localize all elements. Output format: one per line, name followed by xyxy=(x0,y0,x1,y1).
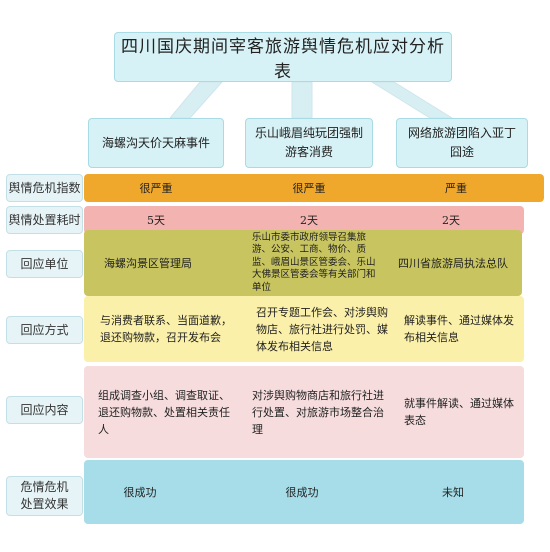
row-label-crisis-index: 舆情危机指数 xyxy=(6,174,83,202)
cell-text: 2天 xyxy=(300,213,318,227)
event-header-text: 海螺沟天价天麻事件 xyxy=(101,135,210,150)
row-band-duration xyxy=(84,206,524,234)
row-label-text: 回应内容 xyxy=(20,402,69,417)
row-label-text: 回应单位 xyxy=(20,256,69,271)
row-label-content: 回应内容 xyxy=(6,396,83,424)
row-band-method xyxy=(84,296,524,362)
cell-effect-2: 很成功 xyxy=(252,460,352,524)
row-band-effect xyxy=(84,460,524,524)
row-band-responder xyxy=(84,230,522,296)
row-label-method: 回应方式 xyxy=(6,316,83,344)
cell-crisis-index-3: 严重 xyxy=(396,174,516,202)
cell-crisis-index-1: 很严重 xyxy=(88,174,224,202)
cell-text: 很严重 xyxy=(139,181,173,195)
cell-content-3: 就事件解读、通过媒体表态 xyxy=(404,366,520,458)
cell-text: 5天 xyxy=(147,213,165,227)
cell-text: 很成功 xyxy=(285,485,319,499)
cell-text: 严重 xyxy=(445,181,467,195)
connector-middle xyxy=(291,81,313,119)
cell-crisis-index-2: 很严重 xyxy=(245,174,373,202)
row-label-text: 回应方式 xyxy=(20,322,69,337)
connector-right xyxy=(370,81,454,119)
page-title-text: 四川国庆期间宰客旅游舆情危机应对分析表 xyxy=(121,37,445,82)
cell-method-3: 解读事件、通过媒体发布相关信息 xyxy=(404,296,520,362)
event-header-haiyougou: 海螺沟天价天麻事件 xyxy=(88,118,224,168)
event-header-yading: 网络旅游团陷入亚丁囧途 xyxy=(396,118,528,168)
connector-left xyxy=(168,81,224,119)
cell-text: 与消费者联系、当面道歉，退还购物款，召开发布会 xyxy=(100,314,232,344)
event-header-text: 网络旅游团陷入亚丁囧途 xyxy=(407,126,516,159)
cell-text: 未知 xyxy=(442,485,464,499)
cell-effect-1: 很成功 xyxy=(92,460,188,524)
cell-text: 很严重 xyxy=(292,181,326,195)
cell-text: 召开专题工作会、对涉舆购物店、旅行社进行处罚、媒体发布相关信息 xyxy=(256,305,388,353)
cell-method-2: 召开专题工作会、对涉舆购物店、旅行社进行处罚、媒体发布相关信息 xyxy=(256,296,394,362)
cell-content-1: 组成调查小组、调查取证、退还购物款、处置相关责任人 xyxy=(98,366,238,458)
row-label-text: 危情危机处置效果 xyxy=(20,480,69,511)
cell-responder-3: 四川省旅游局执法总队 xyxy=(398,230,522,296)
cell-text: 2天 xyxy=(442,213,460,227)
cell-duration-3: 2天 xyxy=(396,206,506,234)
cell-effect-3: 未知 xyxy=(408,460,498,524)
page-title: 四川国庆期间宰客旅游舆情危机应对分析表 xyxy=(114,32,452,82)
cell-text: 海螺沟景区管理局 xyxy=(104,256,192,270)
cell-text: 很成功 xyxy=(123,485,157,499)
row-band-content xyxy=(84,366,524,458)
cell-text: 解读事件、通过媒体发布相关信息 xyxy=(404,314,514,344)
cell-text: 对涉舆购物商店和旅行社进行处置、对旅游市场整合治理 xyxy=(252,388,384,436)
event-header-leshan: 乐山峨眉纯玩团强制游客消费 xyxy=(245,118,373,168)
cell-duration-2: 2天 xyxy=(245,206,373,234)
cell-duration-1: 5天 xyxy=(88,206,224,234)
cell-text: 四川省旅游局执法总队 xyxy=(398,256,508,270)
event-header-text: 乐山峨眉纯玩团强制游客消费 xyxy=(254,126,363,159)
cell-responder-1: 海螺沟景区管理局 xyxy=(104,230,234,296)
row-label-text: 舆情处置耗时 xyxy=(8,212,81,227)
cell-content-2: 对涉舆购物商店和旅行社进行处置、对旅游市场整合治理 xyxy=(252,366,392,458)
row-label-text: 舆情危机指数 xyxy=(8,180,81,195)
cell-text: 组成调查小组、调查取证、退还购物款、处置相关责任人 xyxy=(98,388,230,436)
row-label-duration: 舆情处置耗时 xyxy=(6,206,83,234)
cell-responder-2: 乐山市委市政府领导召集旅游、公安、工商、物价、质监、峨眉山景区管委会、乐山大佛景… xyxy=(252,230,376,296)
cell-text: 乐山市委市政府领导召集旅游、公安、工商、物价、质监、峨眉山景区管委会、乐山大佛景… xyxy=(252,231,376,293)
row-band-crisis-index xyxy=(84,174,544,202)
cell-method-1: 与消费者联系、当面道歉，退还购物款，召开发布会 xyxy=(100,296,238,362)
cell-text: 就事件解读、通过媒体表态 xyxy=(404,397,514,427)
row-label-effect: 危情危机处置效果 xyxy=(6,476,83,516)
row-label-responder: 回应单位 xyxy=(6,250,83,278)
